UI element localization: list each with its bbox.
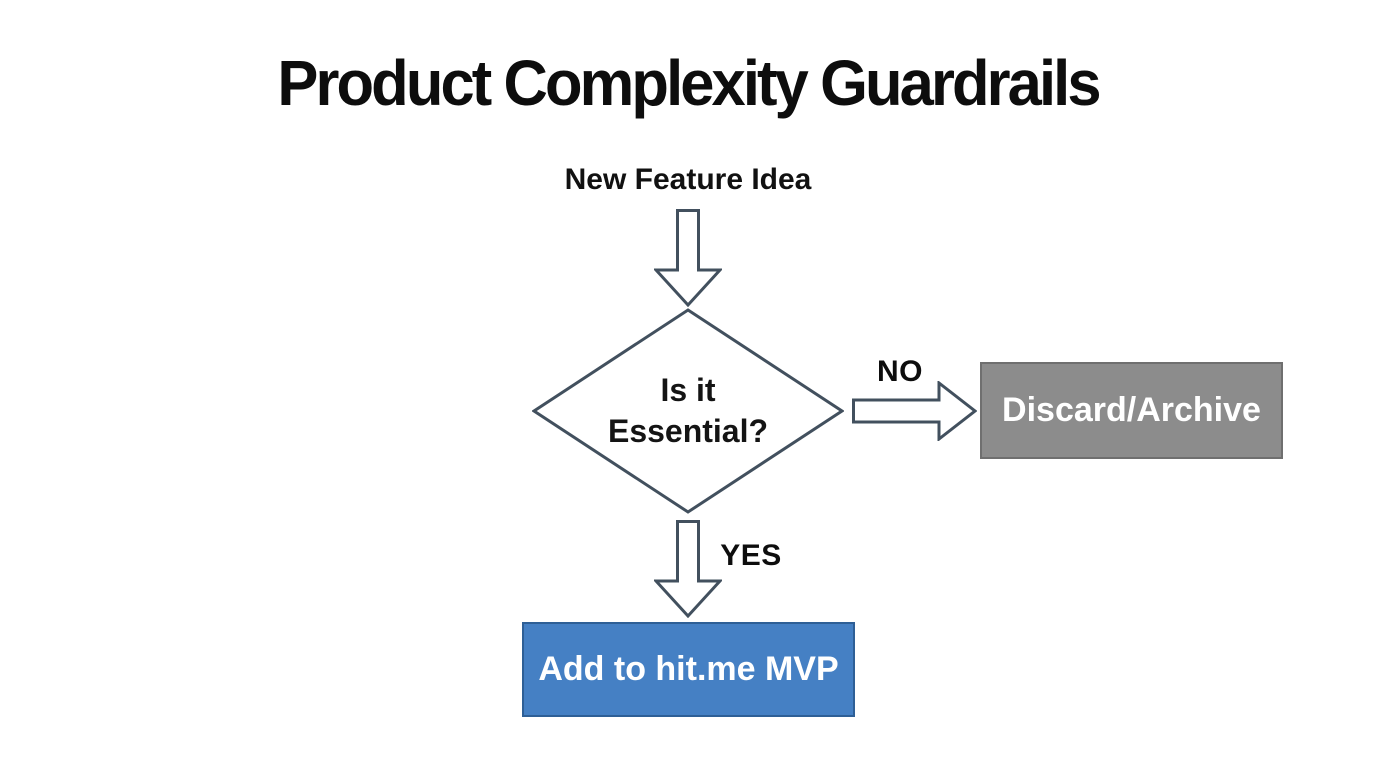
- arrow-right-shape: [852, 381, 977, 441]
- arrow-down-icon: [654, 520, 722, 618]
- discard-archive-box-label: Discard/Archive: [1002, 391, 1261, 429]
- decision-label-line2: Essential?: [607, 413, 769, 449]
- yes-branch-label: YES: [720, 539, 782, 572]
- arrow-down-shape: [654, 520, 722, 618]
- start-node-label: New Feature Idea: [564, 163, 812, 196]
- no-branch-label: NO: [877, 355, 923, 388]
- discard-archive-box: Discard/Archive: [980, 362, 1283, 459]
- add-to-mvp-box-label: Add to hit.me MVP: [538, 650, 839, 688]
- decision-diamond-icon: [532, 308, 844, 514]
- arrow-right-icon: [852, 381, 977, 441]
- decision-node-label: Is it Essential?: [532, 308, 844, 514]
- arrow-down-icon: [654, 209, 722, 307]
- decision-node: Is it Essential?: [532, 308, 844, 514]
- decision-diamond-shape: [532, 308, 844, 514]
- arrow-down-shape: [654, 209, 722, 307]
- page-title: Product Complexity Guardrails: [277, 47, 1101, 119]
- add-to-mvp-box: Add to hit.me MVP: [522, 622, 855, 717]
- decision-label-line1: Is it: [660, 372, 716, 409]
